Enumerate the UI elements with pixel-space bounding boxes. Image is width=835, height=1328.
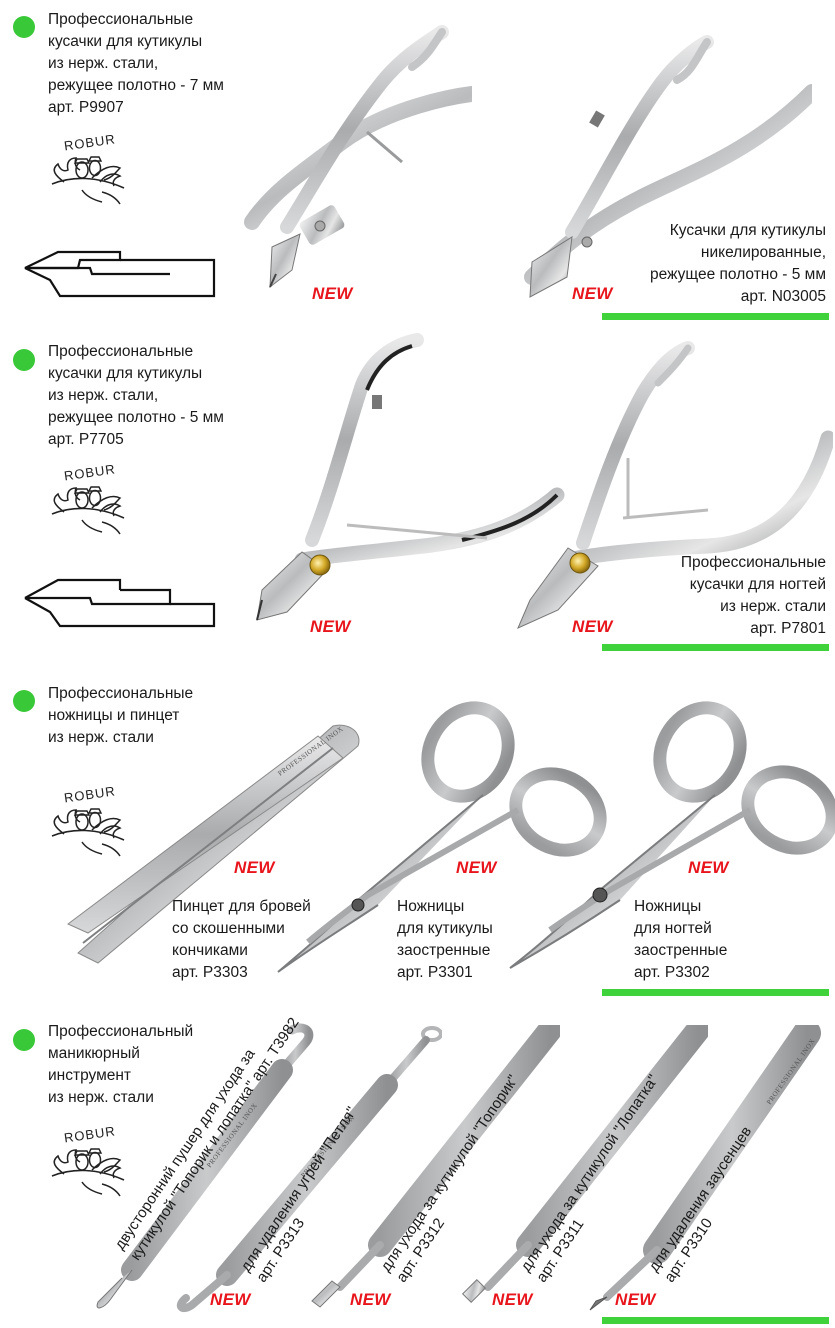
new-badge: NEW: [234, 858, 275, 877]
product-desc-p7801: Профессиональные кусачки для ногтей из н…: [680, 554, 826, 637]
robur-logo: ROBUR: [42, 1123, 138, 1211]
cuticle-scissors-p3301-image: [268, 700, 613, 985]
new-badge: NEW: [312, 284, 353, 303]
product-desc-n03005: Кусачки для кутикулы никелированные, реж…: [650, 222, 826, 305]
robur-logo: ROBUR: [42, 131, 138, 219]
section3-heading: Профессиональные ножницы и пинцет из нер…: [48, 685, 194, 746]
loop-p3313-image: PROFESSIONAL INOX: [172, 1020, 443, 1325]
new-badge: NEW: [350, 1290, 391, 1309]
robur-logo: ROBUR: [42, 783, 138, 871]
new-badge: NEW: [456, 858, 497, 877]
product-desc-p3301: Ножницы для кутикулы заостренные арт. P3…: [397, 898, 493, 981]
cuticle-nipper-p7705-image: [232, 330, 572, 635]
green-divider: [602, 989, 829, 996]
robur-wordmark: ROBUR: [63, 462, 117, 483]
pusher-t3982-image: PROFESSIONAL INOX: [92, 1020, 332, 1325]
nail-nipper-p7801-image: [508, 338, 835, 643]
robur-logo: ROBUR: [42, 461, 138, 549]
new-badge: NEW: [310, 617, 351, 636]
product-desc-p9907: Профессиональные кусачки для кутикулы из…: [48, 11, 224, 116]
new-badge: NEW: [688, 858, 729, 877]
robur-wordmark: ROBUR: [63, 784, 117, 805]
new-badge: NEW: [572, 284, 613, 303]
cuticle-nipper-p9907-image: [232, 12, 510, 312]
green-divider: [602, 313, 829, 320]
green-divider: [602, 1317, 829, 1324]
new-badge: NEW: [615, 1290, 656, 1309]
bullet-dot-1: [13, 16, 35, 38]
blade-diagram-icon: [20, 240, 220, 307]
bullet-dot-4: [13, 1029, 35, 1051]
new-badge: NEW: [210, 1290, 251, 1309]
bullet-dot-2: [13, 349, 35, 371]
robur-wordmark: ROBUR: [63, 1124, 117, 1145]
cuticle-hatchet-p3312-image: [310, 1018, 562, 1320]
product-desc-p3303: Пинцет для бровей со скошенными кончикам…: [172, 898, 311, 981]
bullet-dot-3: [13, 690, 35, 712]
product-desc-p3302: Ножницы для ногтей заостренные арт. P330…: [634, 898, 728, 981]
robur-wordmark: ROBUR: [63, 132, 117, 153]
blade-diagram-icon: [20, 570, 220, 637]
green-divider: [602, 644, 829, 651]
product-desc-p7705: Профессиональные кусачки для кутикулы из…: [48, 343, 224, 448]
cuticle-nipper-n03005-image: [492, 22, 820, 312]
section4-heading: Профессиональный маникюрный инструмент и…: [48, 1023, 194, 1106]
tweezers-p3303-image: PROFESSIONAL INOX: [58, 718, 368, 985]
new-badge: NEW: [492, 1290, 533, 1309]
cuticle-spatula-p3311-image: [458, 1018, 710, 1320]
nail-scissors-p3302-image: [500, 690, 835, 985]
hangnail-tool-p3310-image: PROFESSIONAL INOX: [582, 1019, 827, 1320]
new-badge: NEW: [572, 617, 613, 636]
